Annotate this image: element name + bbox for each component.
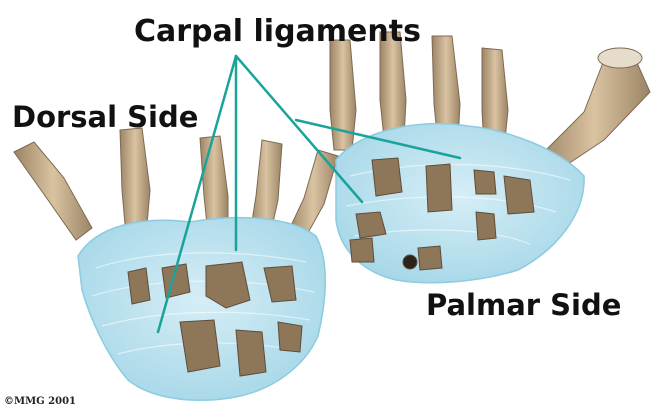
palmar-hand <box>330 32 650 283</box>
copyright-notice: ©MMG 2001 <box>4 396 76 407</box>
dorsal-carpal-ligament <box>78 218 325 401</box>
palmar-side-label: Palmar Side <box>426 288 621 322</box>
dorsal-side-label: Dorsal Side <box>12 100 198 134</box>
title-label: Carpal ligaments <box>134 14 421 49</box>
